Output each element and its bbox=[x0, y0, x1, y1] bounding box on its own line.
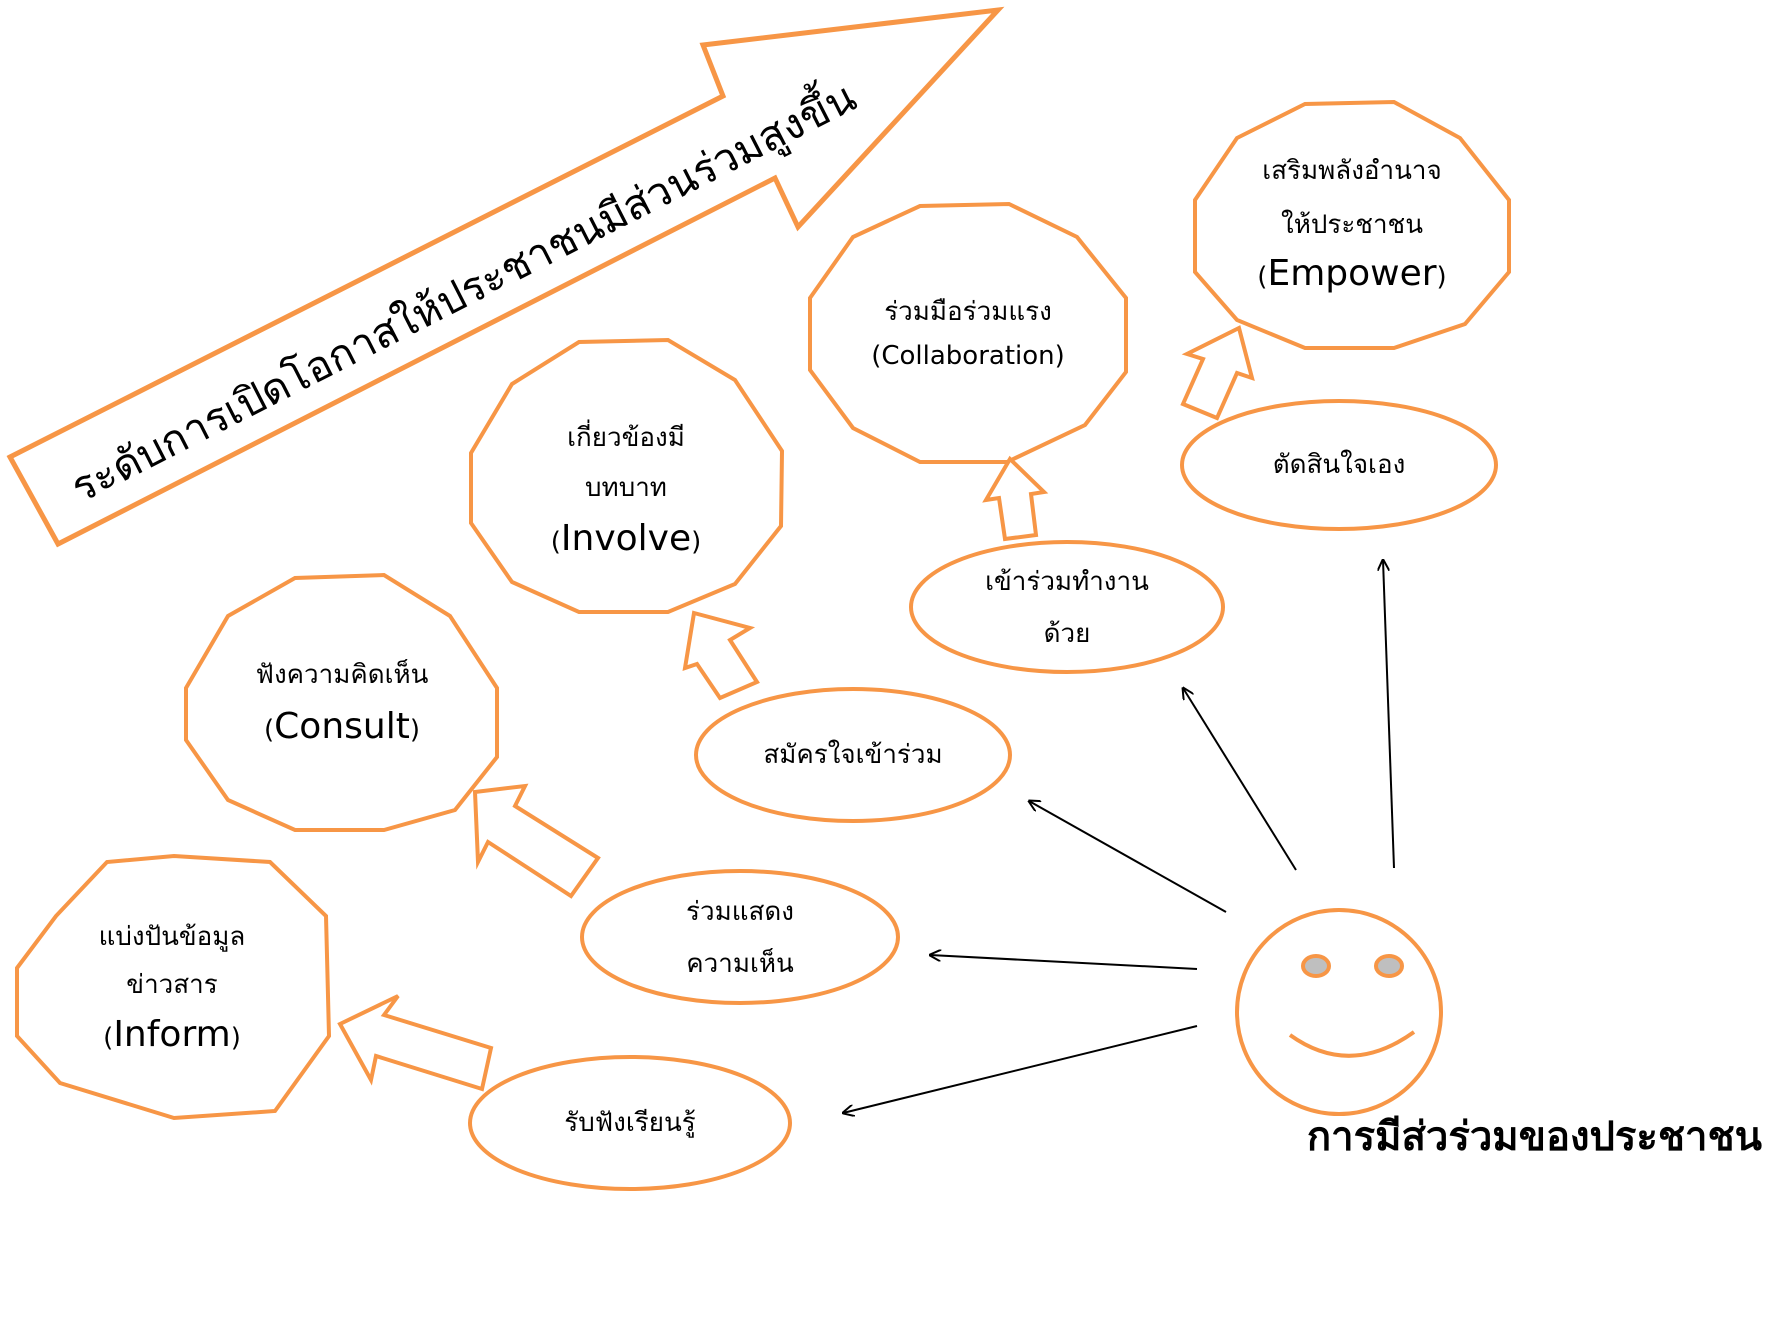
banner-arrow-shape bbox=[6, 6, 1005, 548]
action-express: ร่วมแสดง ความเห็น bbox=[580, 869, 900, 1005]
level-involve-line1: เกี่ยวข้องมี bbox=[567, 419, 685, 453]
action-cowork: เข้าร่วมทำงาน ด้วย bbox=[909, 540, 1225, 674]
level-inform-line2: ข่าวสาร bbox=[126, 970, 217, 1000]
connector-arrows bbox=[843, 560, 1395, 1113]
level-involve: เกี่ยวข้องมี บทบาท (Involve) bbox=[469, 337, 785, 614]
decagon-shape bbox=[808, 201, 1128, 464]
level-consult: ฟังความคิดเห็น (Consult) bbox=[184, 572, 499, 832]
action-volunteer: สมัครใจเข้าร่วม bbox=[694, 687, 1012, 823]
action-express-line2: ความเห็น bbox=[686, 947, 794, 979]
action-cowork-line1: เข้าร่วมทำงาน bbox=[985, 567, 1149, 597]
decagon-shape bbox=[15, 853, 332, 1121]
decagon-shape bbox=[1193, 99, 1511, 350]
block-arrow-icon bbox=[472, 783, 601, 899]
level-collab: ร่วมมือร่วมแรง (Collaboration) bbox=[808, 201, 1128, 464]
level-inform: แบ่งปันข้อมูล ข่าวสาร (Inform) bbox=[15, 853, 332, 1121]
level-consult-line1: ฟังความคิดเห็น bbox=[256, 658, 429, 690]
block-arrow-icon bbox=[682, 610, 760, 701]
block-arrow-icon bbox=[1180, 325, 1255, 421]
action-decide-label: ตัดสินใจเอง bbox=[1273, 450, 1406, 480]
level-involve-eng: (Involve) bbox=[551, 518, 702, 559]
level-empower-line2: ให้ประชาชน bbox=[1281, 210, 1423, 240]
level-consult-eng: (Consult) bbox=[264, 706, 420, 747]
action-cowork-line2: ด้วย bbox=[1044, 619, 1091, 649]
level-involve-line2: บทบาท bbox=[585, 473, 667, 503]
smile-icon bbox=[1288, 1030, 1416, 1058]
connector-arrow bbox=[1029, 801, 1227, 913]
level-empower-line1: เสริมพลังอำนาจ bbox=[1262, 156, 1441, 186]
connector-arrow bbox=[930, 955, 1198, 970]
level-inform-line1: แบ่งปันข้อมูล bbox=[99, 922, 246, 952]
connector-arrow bbox=[1183, 688, 1297, 871]
level-collab-line1: ร่วมมือร่วมแรง bbox=[884, 297, 1052, 327]
action-decide: ตัดสินใจเอง bbox=[1180, 399, 1498, 531]
action-express-line1: ร่วมแสดง bbox=[686, 897, 794, 927]
block-arrow-icon bbox=[982, 455, 1049, 542]
action-listen-label: รับฟังเรียนรู้ bbox=[564, 1108, 695, 1138]
connector-arrow bbox=[1383, 560, 1395, 869]
action-listen: รับฟังเรียนรู้ bbox=[468, 1055, 792, 1191]
connector-arrow bbox=[843, 1025, 1198, 1113]
smiley-face-icon bbox=[1235, 908, 1443, 1116]
diagram-title: การมีส่วร่วมของประชาชน bbox=[1307, 1114, 1762, 1160]
eye-icon bbox=[1374, 954, 1404, 978]
level-empower-eng: (Empower) bbox=[1257, 253, 1446, 294]
action-volunteer-label: สมัครใจเข้าร่วม bbox=[763, 740, 942, 770]
level-collab-eng: (Collaboration) bbox=[871, 341, 1065, 371]
eye-icon bbox=[1301, 954, 1331, 978]
level-empower: เสริมพลังอำนาจ ให้ประชาชน (Empower) bbox=[1193, 99, 1511, 350]
block-arrow-icon bbox=[337, 994, 494, 1092]
level-inform-eng: (Inform) bbox=[103, 1014, 241, 1055]
decagon-shape bbox=[469, 337, 785, 614]
decagon-shape bbox=[184, 572, 499, 832]
